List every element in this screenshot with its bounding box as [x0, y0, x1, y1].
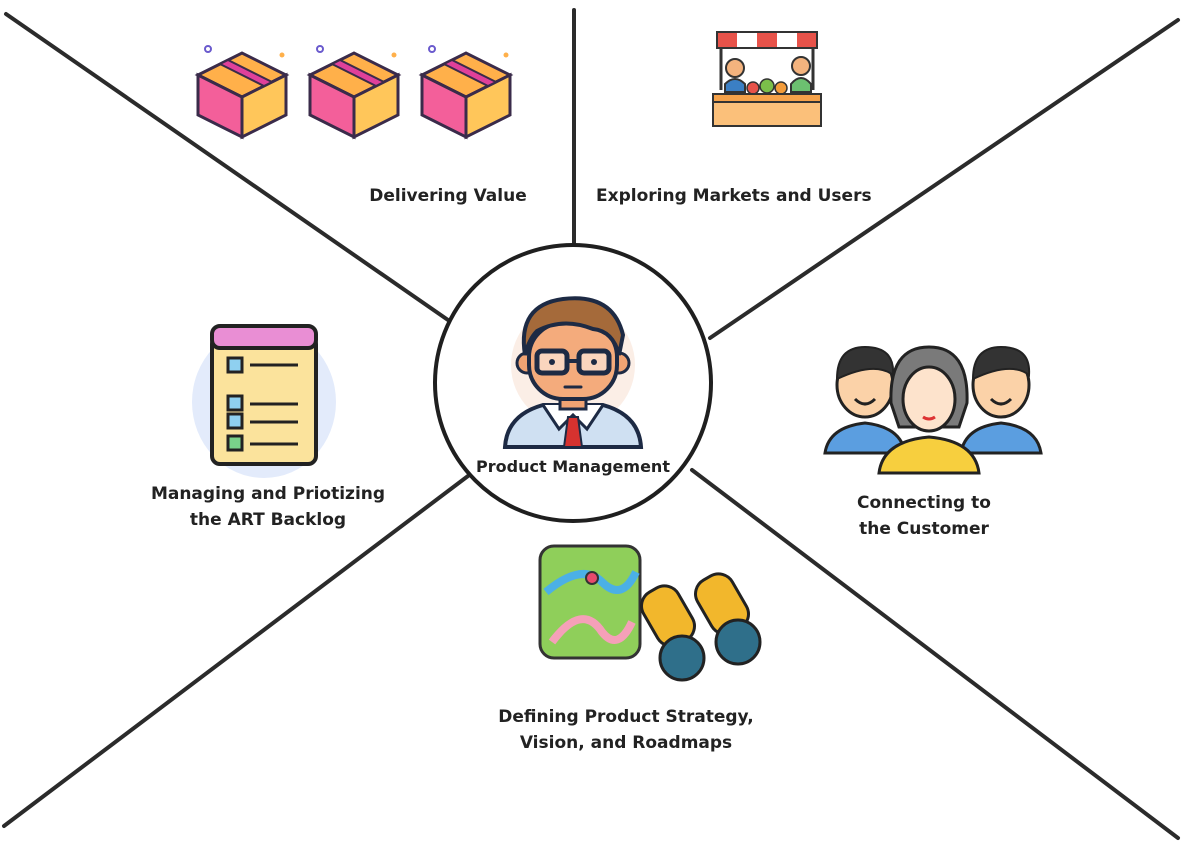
market-stall-icon — [712, 31, 822, 127]
segment-label-delivering-value: Delivering Value — [350, 183, 546, 209]
package-boxes-icon — [194, 45, 514, 140]
spoke-upper-right — [708, 18, 1180, 340]
spoke-upper-left — [4, 12, 450, 322]
spoke-lower-left — [2, 474, 470, 828]
checklist-icon — [192, 324, 336, 478]
segment-label-managing-backlog: Managing and Priotizing the ART Backlog — [150, 481, 386, 533]
center-node — [433, 243, 713, 523]
customers-group-icon — [823, 345, 1043, 475]
connecting-customer-text-line-2: the Customer — [859, 519, 989, 539]
connecting-customer-text-line-1: Connecting to — [857, 493, 991, 513]
spoke-lower-right — [690, 468, 1180, 840]
product-manager-icon — [502, 296, 644, 449]
defining-strategy-text-line-2: Vision, and Roadmaps — [519, 733, 733, 753]
segment-label-exploring-markets: Exploring Markets and Users — [596, 183, 872, 209]
divider-lines — [2, 8, 1180, 840]
delivering-value-text: Delivering Value — [369, 186, 527, 206]
center-label: Product Management — [463, 454, 683, 480]
exploring-markets-text: Exploring Markets and Users — [596, 186, 872, 206]
defining-strategy-text-line-1: Defining Product Strategy, — [498, 707, 754, 727]
segment-label-defining-strategy: Defining Product Strategy, Vision, and R… — [486, 704, 766, 756]
managing-backlog-text-line-1: Managing and Priotizing — [150, 484, 386, 504]
center-label-text: Product Management — [476, 457, 670, 476]
segment-label-connecting-customer: Connecting to the Customer — [834, 490, 1014, 542]
map-binoculars-icon — [538, 544, 762, 682]
managing-backlog-text-line-2: the ART Backlog — [189, 510, 347, 530]
